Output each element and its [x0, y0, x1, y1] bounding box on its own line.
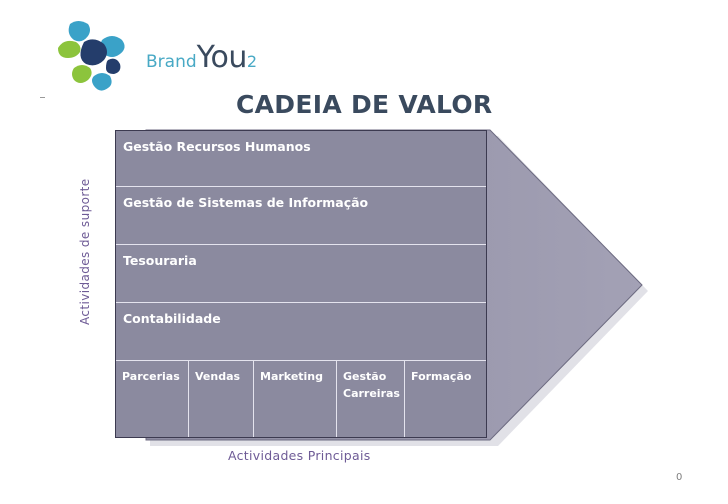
logo-navy-piece-2 [106, 58, 121, 74]
support-row: Tesouraria [116, 245, 486, 303]
logo-dash [40, 97, 45, 98]
logo-blue-piece [68, 21, 90, 42]
support-row: Gestão de Sistemas de Informação [116, 187, 486, 245]
primary-cell-label: Formação [411, 370, 472, 383]
primary-activities-row: Parcerias Vendas Marketing Gestão Carrei… [116, 361, 486, 437]
primary-cell: Gestão Carreiras [336, 361, 404, 437]
brandyou-logo [58, 21, 125, 91]
logo-green-piece [58, 40, 81, 58]
support-row: Contabilidade [116, 303, 486, 361]
logo-blue-piece-3 [92, 73, 112, 91]
support-row-label: Gestão de Sistemas de Informação [123, 195, 369, 210]
primary-cell: Vendas [188, 361, 253, 437]
brand-wordmark: BrandYou2 [146, 40, 257, 75]
support-row-label: Gestão Recursos Humanos [123, 139, 311, 154]
value-chain-grid: Gestão Recursos Humanos Gestão de Sistem… [115, 130, 487, 438]
brand-part-3: 2 [246, 52, 258, 71]
primary-cell: Marketing [253, 361, 336, 437]
primary-activities-label: Actividades Principais [228, 448, 371, 463]
primary-cell-label: Vendas [195, 370, 241, 383]
primary-cell-label: Gestão Carreiras [343, 370, 400, 400]
support-activities-label: Actividades de suporte [78, 178, 92, 325]
primary-cell-label: Parcerias [122, 370, 180, 383]
page-title: CADEIA DE VALOR [236, 90, 493, 119]
primary-cell: Parcerias [116, 361, 188, 437]
support-row: Gestão Recursos Humanos [116, 131, 486, 187]
primary-cell-label: Marketing [260, 370, 324, 383]
support-row-label: Tesouraria [123, 253, 197, 268]
primary-cell: Formação [404, 361, 486, 437]
logo-navy-piece [80, 39, 107, 66]
page-number: 0 [676, 472, 683, 483]
brand-part-1: Brand [146, 52, 197, 72]
logo-green-piece-2 [72, 65, 92, 83]
brand-part-2: You [196, 40, 248, 75]
support-row-label: Contabilidade [123, 311, 221, 326]
